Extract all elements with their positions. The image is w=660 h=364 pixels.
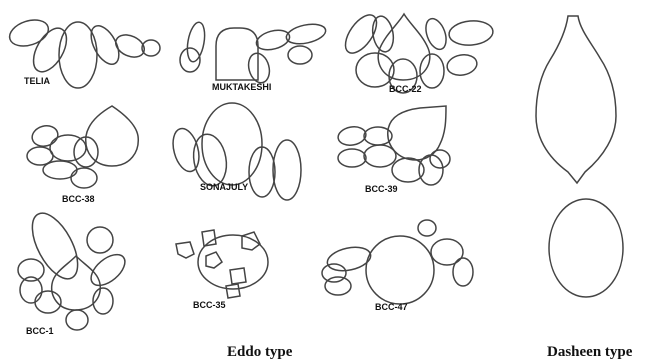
- specimen-label-bcc-38: BCC-38: [62, 194, 95, 204]
- specimen-label-bcc-22: BCC-22: [389, 84, 422, 94]
- specimen-label-bcc-1: BCC-1: [26, 326, 54, 336]
- specimen-bcc-39-drawing: [337, 106, 450, 185]
- dasheen-elongated-corm: [536, 16, 616, 183]
- specimen-label-bcc-39: BCC-39: [365, 184, 398, 194]
- specimen-label-bcc-35: BCC-35: [193, 300, 226, 310]
- caption-eddo-type: Eddo type: [227, 344, 292, 361]
- dasheen-round-corm: [549, 199, 623, 297]
- specimen-bcc-35-drawing: [176, 230, 268, 298]
- specimen-label-muktakeshi: MUKTAKESHI: [212, 82, 271, 92]
- specimen-bcc-38-drawing: [27, 106, 138, 188]
- caption-dasheen-type: Dasheen type: [547, 344, 632, 361]
- specimen-label-telia: TELIA: [24, 76, 50, 86]
- specimen-bcc-47-drawing: [322, 220, 473, 304]
- specimen-label-bcc-47: BCC-47: [375, 302, 408, 312]
- specimen-bcc-22-drawing: [339, 10, 494, 93]
- specimen-bcc-1-drawing: [18, 206, 130, 330]
- specimen-muktakeshi-drawing: [180, 21, 327, 85]
- specimen-label-sonajuly: SONAJULY: [200, 182, 248, 192]
